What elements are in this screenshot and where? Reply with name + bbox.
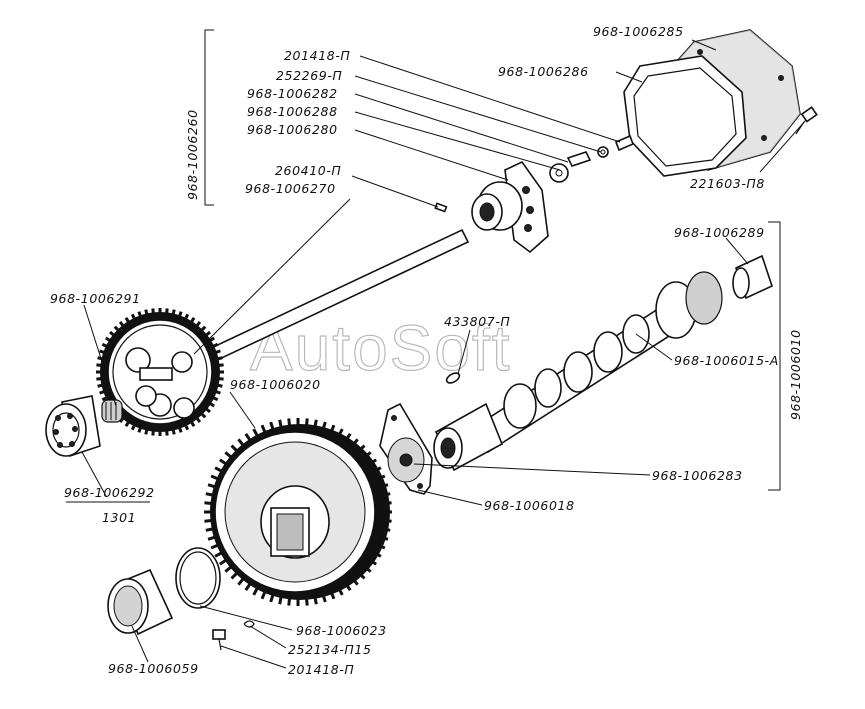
key-part: [445, 372, 461, 384]
label-clip: 252134-П15: [288, 642, 372, 657]
label-bearing-number: 1301: [102, 510, 136, 525]
label-pin: 260410-П: [275, 163, 341, 178]
gasket-part: [623, 55, 747, 177]
leader-lines: [66, 39, 807, 669]
label-washer: 968-1006282: [247, 86, 338, 101]
label-lock-washer: 252269-П: [276, 68, 342, 83]
label-shaft: 968-1006270: [245, 181, 336, 196]
label-cover: 968-1006285: [593, 24, 684, 39]
label-plate: 968-1006288: [247, 104, 338, 119]
label-bolt-top: 221603-П8: [690, 176, 765, 191]
group-label-right: 968-1006010: [788, 329, 803, 420]
lock-washer-part: [597, 146, 609, 158]
screw-part: [614, 134, 635, 152]
bearing-part: [45, 395, 101, 458]
label-bearing: 968-1006292: [64, 485, 155, 500]
label-gasket: 968-1006286: [498, 64, 589, 79]
upper-gear-part: [96, 308, 224, 436]
label-bearing-cover: 968-1006283: [652, 468, 743, 483]
sleeve-part: [107, 568, 174, 636]
clip-part: [243, 620, 255, 628]
label-bolt-bottom: 201418-П: [288, 662, 354, 677]
flange-part: [471, 160, 549, 254]
large-gear-part: [204, 418, 392, 606]
plate-part: [566, 151, 592, 167]
label-sleeve: 968-1006059: [108, 661, 199, 676]
camshaft-part: [433, 271, 723, 472]
group-label-upper: 968-1006260: [185, 109, 200, 200]
label-ring: 968-1006023: [296, 623, 387, 638]
bolt-bottom-part: [212, 629, 226, 651]
label-flange: 968-1006280: [247, 122, 338, 137]
label-spring: 968-1006291: [50, 291, 141, 306]
label-flange-plate: 968-1006018: [484, 498, 575, 513]
pin-part: [434, 202, 448, 213]
spring-part: [101, 399, 123, 423]
label-screw: 201418-П: [284, 48, 350, 63]
flange-plate-part: [379, 402, 433, 495]
washer-part: [549, 163, 569, 183]
bushing-part: [732, 254, 773, 300]
group-bracket-right: [768, 221, 781, 491]
ring-part: [175, 547, 221, 609]
label-bushing: 968-1006289: [674, 225, 765, 240]
label-key: 433807-П: [444, 314, 510, 329]
label-gear: 968-1006020: [230, 377, 321, 392]
label-camshaft: 968-1006015-А: [674, 353, 779, 368]
group-bracket-upper: [204, 29, 214, 206]
